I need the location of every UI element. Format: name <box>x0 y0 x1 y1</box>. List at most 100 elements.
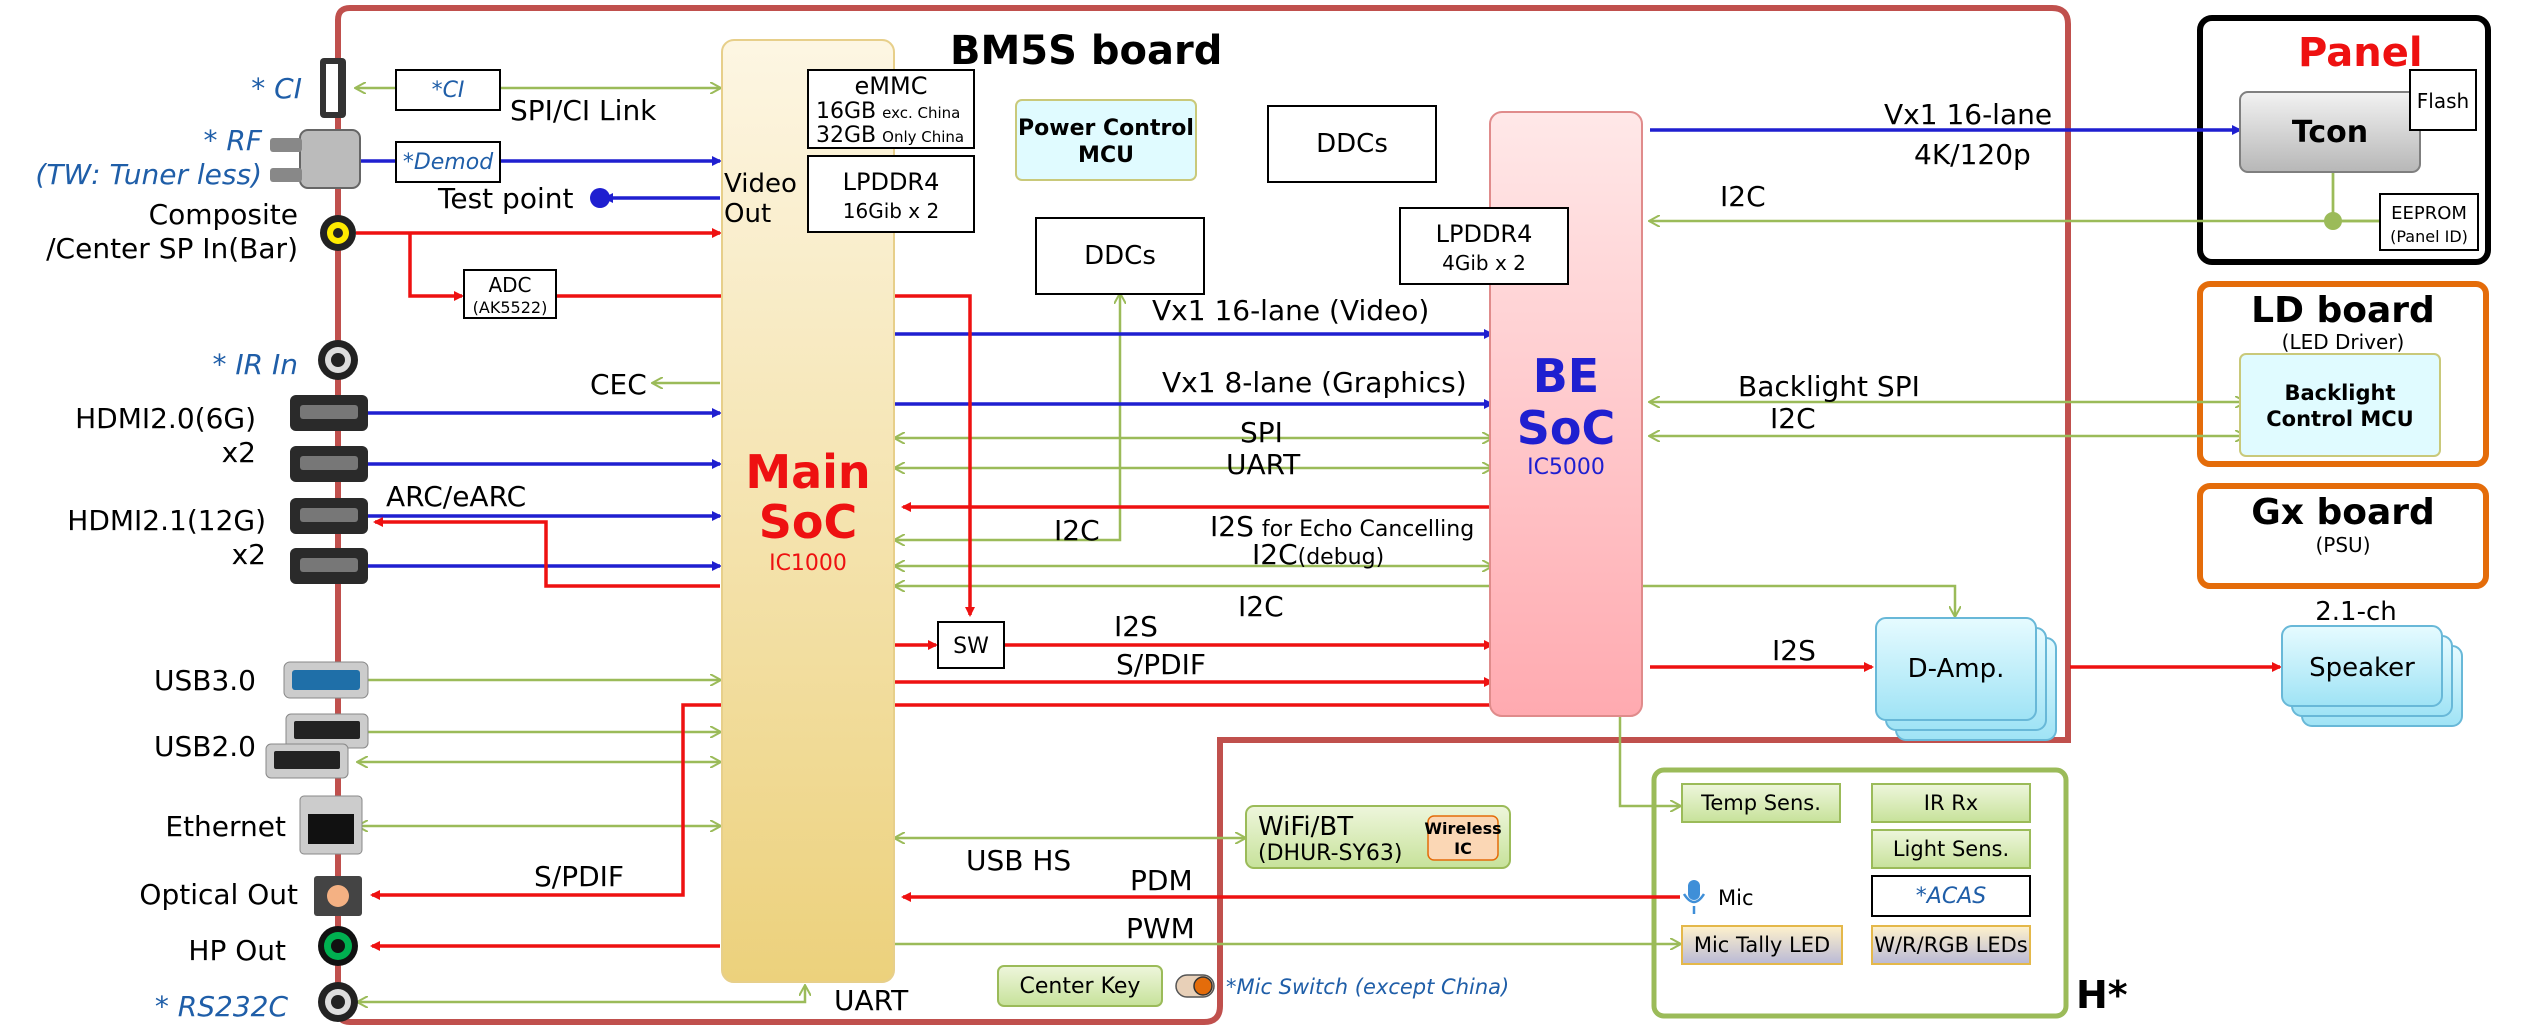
spi-label: SPI <box>1240 416 1283 449</box>
h-board-box <box>1651 767 2069 1019</box>
ld-board-sub: (LED Driver) <box>2282 330 2405 354</box>
usb-hs-label: USB HS <box>966 844 1071 877</box>
lpddr4-be-box <box>1399 207 1569 285</box>
ddcs-mid-label: DDCs <box>1084 241 1156 271</box>
center-key-label: Center Key <box>1020 974 1141 999</box>
vx1-panel-rate: 4K/120p <box>1914 138 2031 171</box>
pwm-label: PWM <box>1126 912 1195 945</box>
backlight-label-1: Backlight <box>2284 381 2395 405</box>
gx-board-box <box>2197 483 2489 589</box>
backlight-spi-label: Backlight SPI <box>1738 370 1920 403</box>
i2c-amp-label: I2C <box>1238 590 1284 623</box>
mic-label: Mic <box>1718 886 1754 910</box>
lpddr4-be-size: 4Gib x 2 <box>1442 251 1526 275</box>
usb3-label: USB3.0 <box>154 664 256 697</box>
be-soc-label-2: SoC <box>1517 401 1616 455</box>
mic-switch-note: *Mic Switch (except China) <box>1226 975 1509 999</box>
leds-label: W/R/RGB LEDs <box>1874 933 2028 957</box>
damp-stack <box>1875 617 2057 741</box>
acas-label: *ACAS <box>1916 884 1986 909</box>
tcon-label: Tcon <box>2292 115 2368 150</box>
usb2-port-icons <box>265 713 369 779</box>
usb2-label: USB2.0 <box>154 730 256 763</box>
composite-label-2: /Center SP In(Bar) <box>46 232 298 265</box>
rf-connector-icon <box>270 129 361 189</box>
wireless-label-1: Wireless <box>1424 819 1501 838</box>
adc-label: ADC <box>488 273 531 297</box>
board-title: BM5S board <box>950 28 1222 74</box>
uart-bottom-label: UART <box>834 984 909 1017</box>
main-soc-label-2: SoC <box>759 495 858 549</box>
gx-board-sub: (PSU) <box>2316 533 2371 557</box>
damp-label: D-Amp. <box>1908 654 2005 684</box>
flash-label: Flash <box>2417 89 2469 113</box>
test-point-dot <box>590 188 610 208</box>
hdmi-port-icons <box>290 395 368 584</box>
ddcs-top-box <box>1267 105 1437 183</box>
panel-title: Panel <box>2298 30 2423 76</box>
ir-in-label: * IR In <box>212 348 298 381</box>
ethernet-port-icon <box>299 795 363 855</box>
adc-part: (AK5522) <box>473 298 548 317</box>
emmc-note-1: exc. China <box>882 104 960 122</box>
hdmi20-count: x2 <box>222 436 256 469</box>
hdmi20-label: HDMI2.0(6G) <box>75 402 256 435</box>
spdif-sw-label: S/PDIF <box>1116 648 1206 681</box>
ci-slot-icon <box>320 58 346 118</box>
mic-tally-led <box>1681 925 1843 965</box>
leds-box <box>1871 925 2031 965</box>
eeprom-note: (Panel ID) <box>2390 227 2468 246</box>
backlight-mcu <box>2239 353 2441 457</box>
svg-text:I2C(debug): I2C(debug) <box>1252 538 1384 571</box>
wifi-label: WiFi/BT <box>1258 812 1353 842</box>
speaker-stack <box>2281 625 2463 727</box>
mic-tally-label: Mic Tally LED <box>1694 933 1830 957</box>
hdmi21-label: HDMI2.1(12G) <box>67 504 266 537</box>
rf-label: * RF <box>204 124 263 157</box>
emmc-note-2: Only China <box>882 128 964 146</box>
lpddr4-main-title: LPDDR4 <box>843 168 940 196</box>
rf-note: (TW: Tuner less) <box>35 158 262 191</box>
demod-box <box>395 141 501 183</box>
composite-label-1: Composite <box>149 198 298 231</box>
vx1-graphics-label: Vx1 8-lane (Graphics) <box>1162 366 1467 399</box>
light-sens <box>1871 829 2031 869</box>
i2c-debug-note: (debug) <box>1298 545 1385 570</box>
wireless-label-2: IC <box>1454 839 1472 858</box>
ir-in-jack-icon <box>318 340 358 380</box>
mic-switch-icon <box>1175 974 1215 998</box>
adc-box <box>463 269 557 319</box>
ld-board-box <box>2197 281 2489 467</box>
composite-jack-icon <box>320 215 356 251</box>
emmc-box <box>807 69 975 149</box>
ethernet-label: Ethernet <box>165 810 286 843</box>
ci-label: * CI <box>251 72 302 105</box>
i2s-echo-note: for Echo Cancelling <box>1262 517 1474 542</box>
i2c-ld-label: I2C <box>1770 402 1816 435</box>
optical-label: Optical Out <box>139 878 298 911</box>
demod-box-label: *Demod <box>403 150 494 175</box>
power-mcu-label-1: Power Control <box>1018 116 1194 141</box>
i2c-panel-label: I2C <box>1720 180 1766 213</box>
test-point-label: Test point <box>437 182 573 215</box>
temp-sens <box>1681 783 1841 823</box>
hp-out-jack-icon <box>318 926 358 966</box>
board-outline <box>335 5 2071 1025</box>
hdmi21-count: x2 <box>232 538 266 571</box>
lpddr4-be-title: LPDDR4 <box>1436 220 1533 248</box>
main-soc <box>721 39 895 983</box>
wireless-ic <box>1427 815 1499 861</box>
ir-rx-label: IR Rx <box>1924 791 1978 815</box>
temp-sens-label: Temp Sens. <box>1700 791 1821 815</box>
emmc-size-1: 16GB <box>816 99 876 124</box>
ci-box-label: *CI <box>432 78 465 103</box>
vx1-panel-label: Vx1 16-lane <box>1884 98 2052 131</box>
ir-rx <box>1871 783 2031 823</box>
cec-label: CEC <box>590 368 647 401</box>
i2s-amp-label: I2S <box>1772 634 1816 667</box>
speaker-label: Speaker <box>2309 653 2415 683</box>
acas-box <box>1871 875 2031 917</box>
